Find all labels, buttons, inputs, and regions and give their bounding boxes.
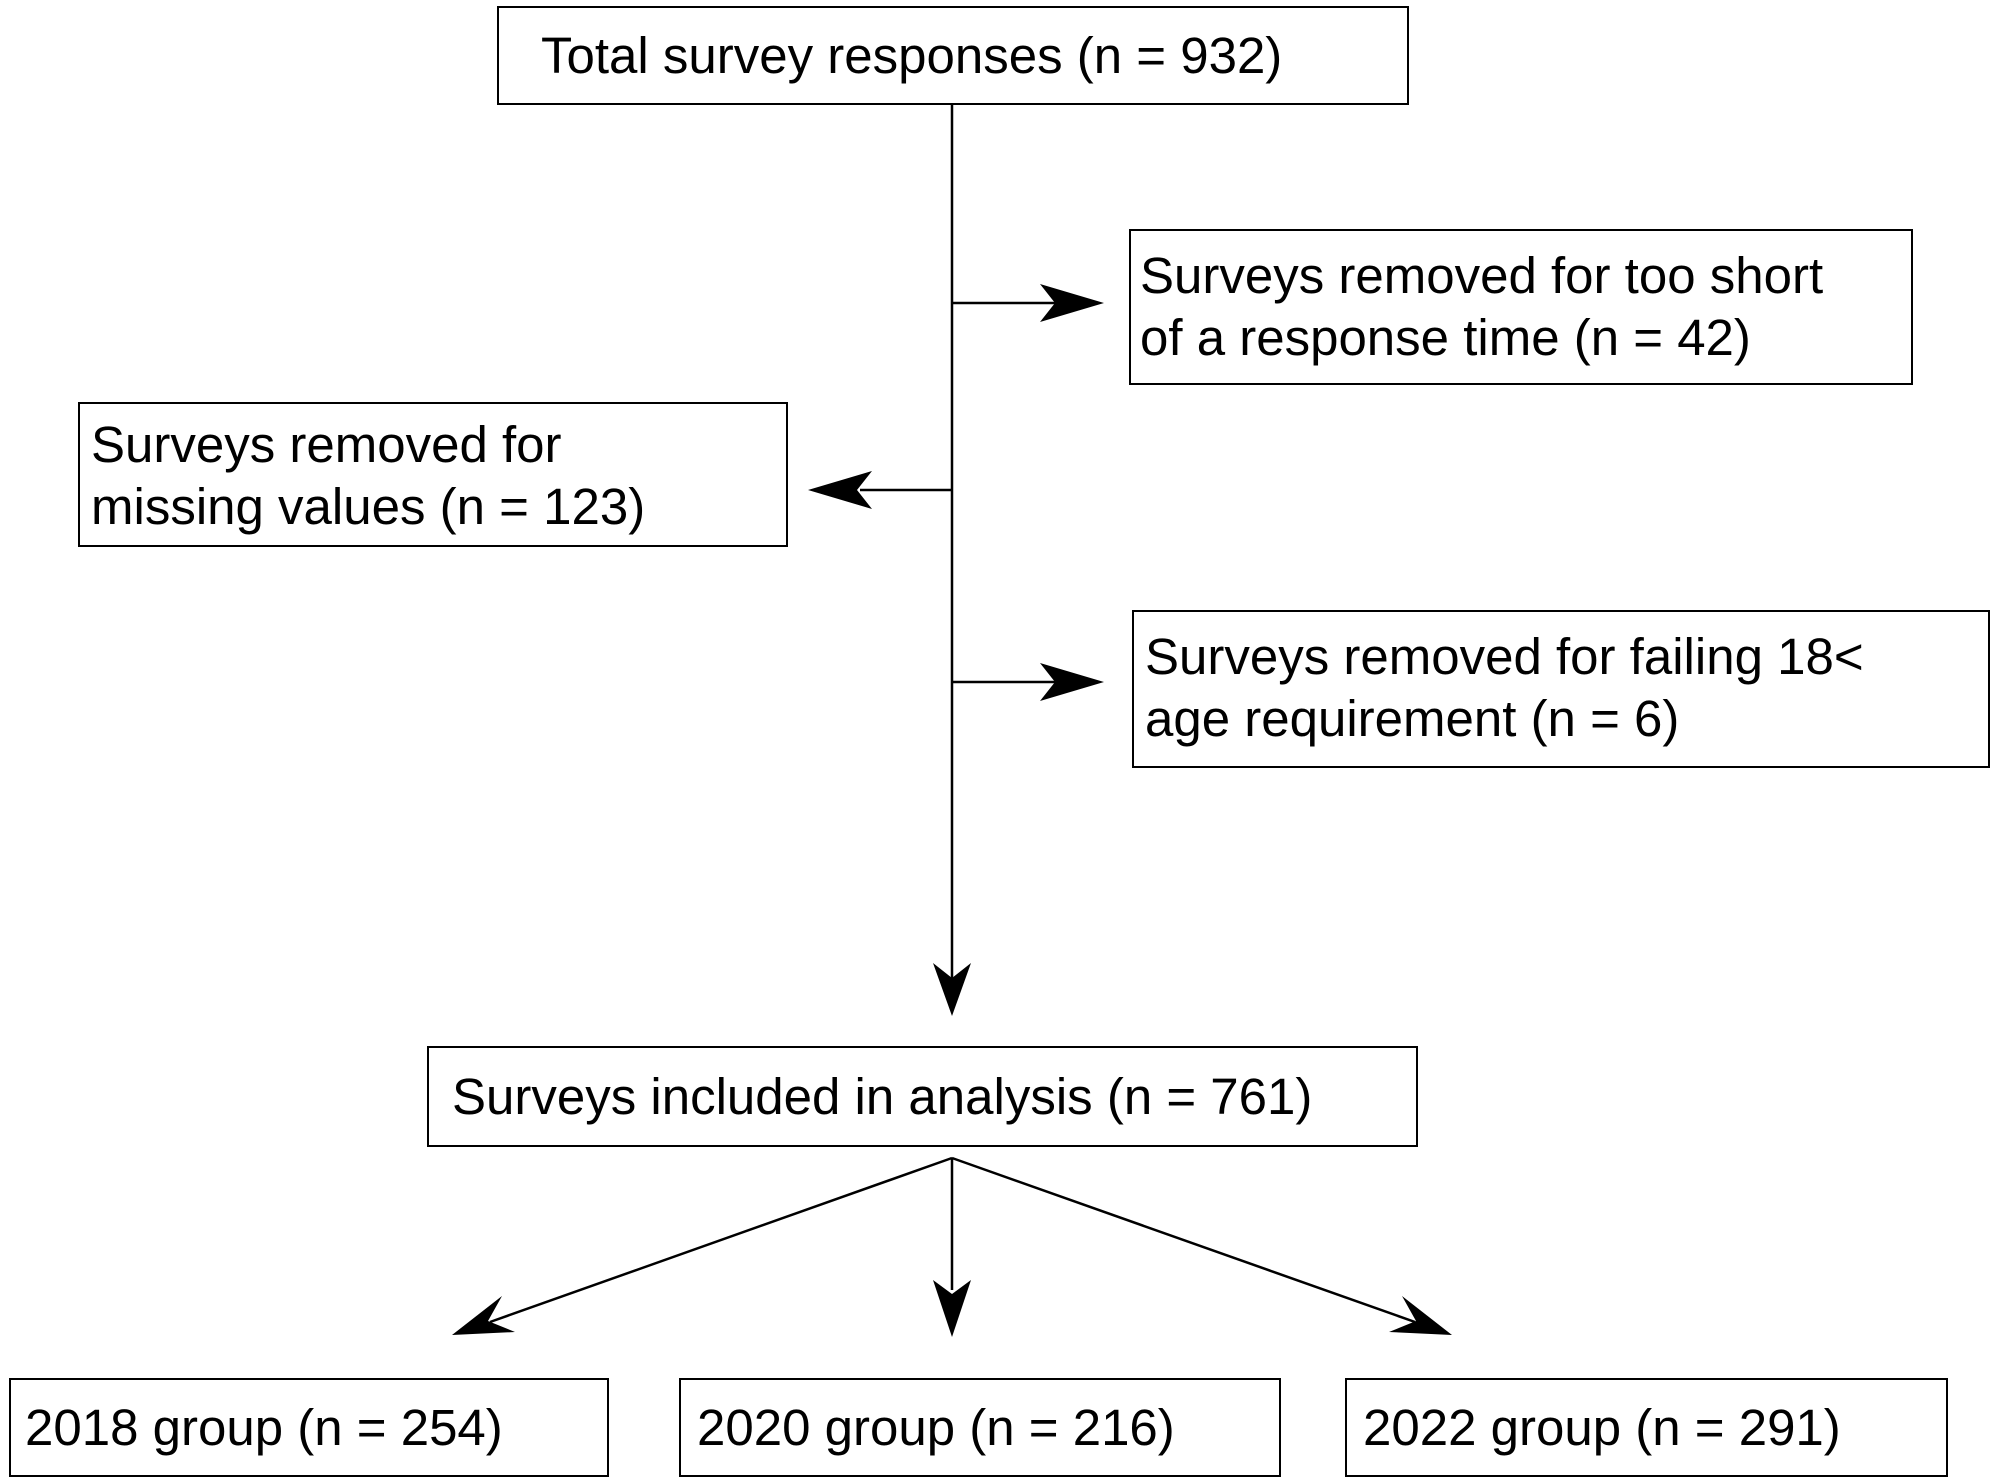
group-2022-box: 2022 group (n = 291) [1345,1378,1948,1477]
box-text-line: Surveys included in analysis (n = 761) [452,1068,1313,1125]
removed-short-response-box: Surveys removed for too short of a respo… [1129,229,1913,385]
removed-missing-values-box: Surveys removed for missing values (n = … [78,402,788,547]
removed-age-requirement-box: Surveys removed for failing 18< age requ… [1132,610,1990,768]
box-text-line: Surveys removed for [91,416,562,473]
box-text-line: 2022 group (n = 291) [1363,1399,1841,1456]
group-2020-box: 2020 group (n = 216) [679,1378,1281,1477]
box-text-line: Surveys removed for too short [1140,247,1824,304]
box-text-line: Surveys removed for failing 18< [1145,628,1864,685]
arrowhead-down-icon [933,1280,971,1337]
group-2018-box: 2018 group (n = 254) [9,1378,609,1477]
box-text-line: 2020 group (n = 216) [697,1399,1175,1456]
arrowhead-down-right-icon [1389,1296,1452,1335]
split-connector-2022 [951,1156,1416,1324]
arrowhead-down-icon [933,963,971,1016]
box-text-line: Total survey responses (n = 932) [541,27,1283,84]
included-in-analysis-box: Surveys included in analysis (n = 761) [427,1046,1418,1147]
total-responses-box: Total survey responses (n = 932) [497,6,1409,105]
box-text-line: age requirement (n = 6) [1145,690,1680,747]
arrowhead-right-icon [1040,663,1104,701]
arrowhead-right-icon [1040,284,1104,322]
arrowhead-left-icon [808,471,872,509]
box-text-line: missing values (n = 123) [91,478,646,535]
box-text-line: of a response time (n = 42) [1140,309,1751,366]
arrowhead-down-left-icon [452,1296,515,1335]
box-text-line: 2018 group (n = 254) [25,1399,503,1456]
split-connector-2018 [489,1156,953,1324]
